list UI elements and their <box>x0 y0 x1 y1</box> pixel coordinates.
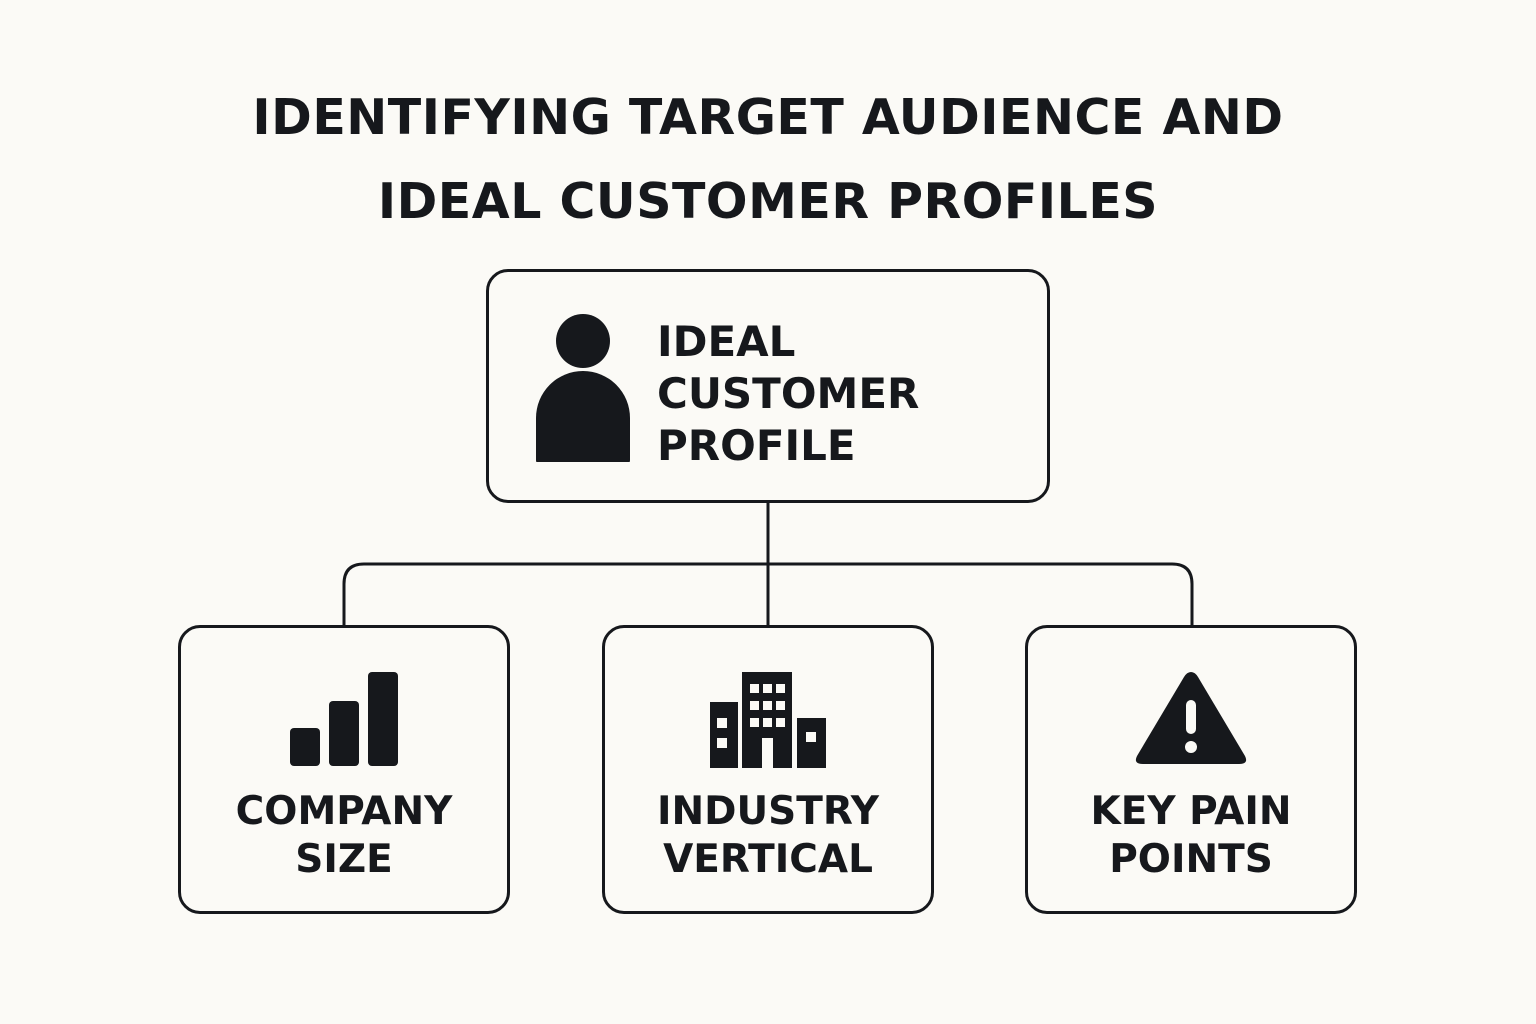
root-label-line: CUSTOMER <box>657 369 920 418</box>
ideal-customer-profile-label: IDEAL CUSTOMER PROFILE <box>657 316 919 472</box>
root-label-line: PROFILE <box>657 421 856 470</box>
industry-vertical-label: INDUSTRY VERTICAL <box>605 788 931 884</box>
child-label-line: POINTS <box>1109 837 1273 882</box>
warning-icon <box>1135 672 1247 764</box>
ideal-customer-profile-node: IDEAL CUSTOMER PROFILE <box>486 269 1050 503</box>
child-label-line: VERTICAL <box>663 837 873 882</box>
diagram-title: IDENTIFYING TARGET AUDIENCE AND IDEAL CU… <box>0 76 1536 244</box>
industry-vertical-node: INDUSTRY VERTICAL <box>602 625 934 914</box>
building-icon <box>710 672 826 768</box>
key-pain-points-node: KEY PAIN POINTS <box>1025 625 1357 914</box>
child-label-line: COMPANY <box>235 789 453 834</box>
person-icon <box>536 314 630 462</box>
connector-horizontal-bar <box>342 562 1194 625</box>
child-label-line: INDUSTRY <box>656 789 880 834</box>
root-label-line: IDEAL <box>657 317 796 366</box>
bar-chart-icon <box>290 672 398 766</box>
child-label-line: KEY PAIN <box>1090 789 1292 834</box>
child-label-line: SIZE <box>295 837 393 882</box>
title-line-1: IDENTIFYING TARGET AUDIENCE AND <box>252 89 1284 146</box>
key-pain-points-label: KEY PAIN POINTS <box>1028 788 1354 884</box>
company-size-node: COMPANY SIZE <box>178 625 510 914</box>
company-size-label: COMPANY SIZE <box>181 788 507 884</box>
title-line-2: IDEAL CUSTOMER PROFILES <box>377 173 1159 230</box>
